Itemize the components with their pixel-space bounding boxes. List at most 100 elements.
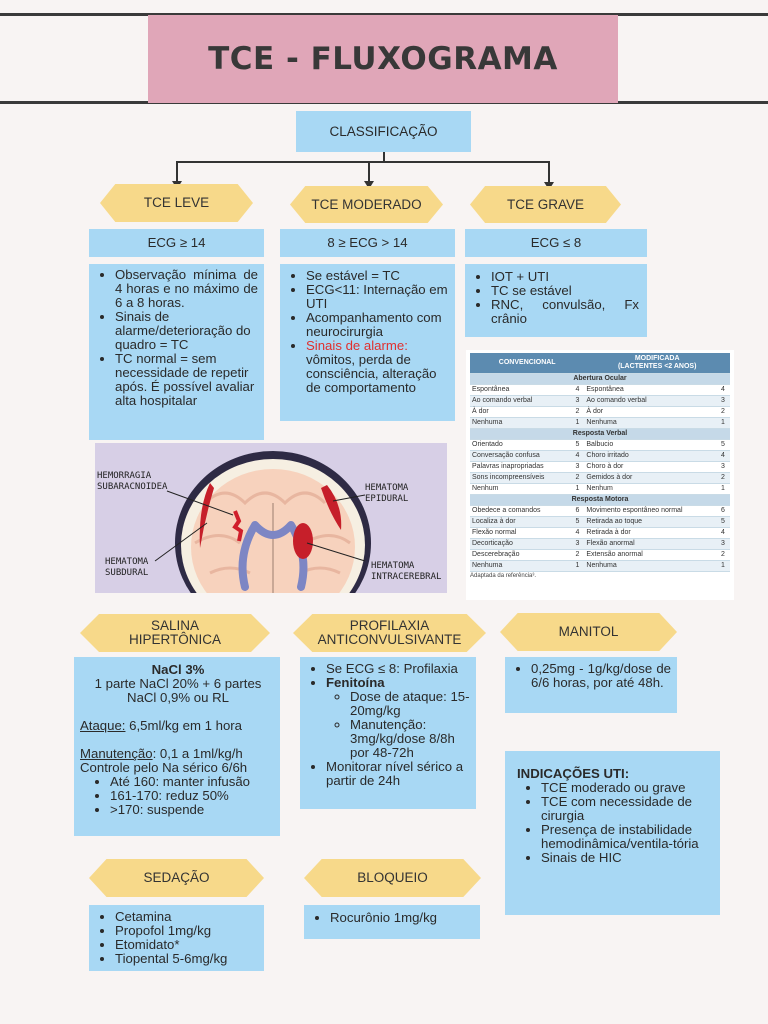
top-rule xyxy=(0,13,768,16)
glasgow-grid: CONVENCIONAL MODIFICADA (LACTENTES <2 AN… xyxy=(470,353,730,572)
hex-tce-leve: TCE LEVE xyxy=(100,184,253,222)
label-hematoma-subdural: HEMATOMA SUBDURAL xyxy=(105,557,149,578)
score-cell: 5 xyxy=(570,516,585,528)
response-cell: Descerebração xyxy=(470,549,571,561)
response-cell: Espontânea xyxy=(584,384,716,396)
table-footnote: Adaptada da referência³. xyxy=(470,573,537,579)
profilaxia-box: Se ECG ≤ 8: Profilaxia Fenitoína Dose de… xyxy=(300,657,476,809)
response-cell: Palavras inapropriadas xyxy=(470,461,571,473)
response-cell: Balbucio xyxy=(584,439,716,451)
score-cell: 2 xyxy=(570,549,585,561)
ecg-grave-box: ECG ≤ 8 xyxy=(465,229,647,257)
moderado-box: Se estável = TC ECG<11: Internação em UT… xyxy=(280,264,455,421)
list-item: 161-170: reduz 50% xyxy=(110,789,276,803)
nacl-title: NaCl 3% xyxy=(151,662,205,677)
list-item: Etomidato* xyxy=(115,938,258,952)
ataque-value: 6,5ml/kg em 1 hora xyxy=(125,718,243,733)
score-cell: 3 xyxy=(570,538,585,550)
classificacao-box: CLASSIFICAÇÃO xyxy=(296,111,471,152)
response-cell: Nenhuma xyxy=(470,417,571,429)
score-cell: 2 xyxy=(716,472,730,484)
score-cell: 4 xyxy=(570,450,585,462)
list-item: TC normal = sem necessidade de repetir a… xyxy=(115,352,258,408)
table-section-row: Resposta Motora xyxy=(470,494,730,506)
connector-stem xyxy=(383,152,385,162)
alarm-text: vômitos, perda de consciência, alteração… xyxy=(306,352,437,395)
response-cell: Localiza à dor xyxy=(470,516,571,528)
list-item: 0,25mg - 1g/kg/dose de 6/6 horas, por at… xyxy=(531,662,671,690)
list-item: Sinais de alarme: vômitos, perda de cons… xyxy=(306,339,449,395)
manitol-box: 0,25mg - 1g/kg/dose de 6/6 horas, por at… xyxy=(505,657,677,713)
list-item: Fenitoína Dose de ataque: 15-20mg/kg Man… xyxy=(326,676,472,760)
brain-illustration: HEMORRAGIA SUBARACNOIDEA HEMATOMA EPIDUR… xyxy=(95,443,447,593)
table-section-row: Abertura Ocular xyxy=(470,373,730,385)
list-item: Sinais de alarme/deterioração do quadro … xyxy=(115,310,258,352)
list-item: Se estável = TC xyxy=(306,269,449,283)
ecg-label: ECG ≥ 14 xyxy=(147,235,206,250)
response-cell: Choro à dor xyxy=(584,461,716,473)
list-item: Dose de ataque: 15-20mg/kg xyxy=(350,690,472,718)
arrow-mid xyxy=(364,181,374,189)
controle-line: Controle pelo Na sérico 6/6h xyxy=(80,760,248,775)
connector-right xyxy=(548,161,550,183)
list-item: >170: suspende xyxy=(110,803,276,817)
table-header-row: CONVENCIONAL MODIFICADA (LACTENTES <2 AN… xyxy=(470,353,730,374)
connector-bar xyxy=(176,161,550,163)
hex-tce-grave: TCE GRAVE xyxy=(470,186,621,223)
list-item: ECG<11: Internação em UTI xyxy=(306,283,449,311)
score-cell: 5 xyxy=(716,439,730,451)
hex-tce-moderado: TCE MODERADO xyxy=(290,186,443,223)
hex-label: SALINA HIPERTÔNICA xyxy=(128,618,221,647)
manutencao-line: Manutenção: 0,1 a 1ml/kg/h xyxy=(80,747,276,761)
list-item: Até 160: manter infusão xyxy=(110,775,276,789)
nacl-line: 1 parte NaCl 20% + 6 partes xyxy=(94,676,262,691)
list-item: TC se estável xyxy=(491,284,639,298)
score-cell: 4 xyxy=(716,450,730,462)
response-cell: Extensão anormal xyxy=(584,549,716,561)
response-cell: Espontânea xyxy=(470,384,571,396)
score-cell: 1 xyxy=(716,560,730,572)
score-cell: 4 xyxy=(570,384,585,396)
hex-label: PROFILAXIA ANTICONVULSIVANTE xyxy=(317,618,462,647)
list-item: Propofol 1mg/kg xyxy=(115,924,258,938)
score-cell: 6 xyxy=(716,505,730,517)
header-modificada: MODIFICADA (LACTENTES <2 ANOS) xyxy=(584,353,730,374)
nacl-line: NaCl 0,9% ou RL xyxy=(127,690,229,705)
section-title: Resposta Verbal xyxy=(470,428,730,440)
response-cell: Decorticação xyxy=(470,538,571,550)
response-cell: À dor xyxy=(584,406,716,418)
response-cell: Nenhuma xyxy=(584,417,716,429)
ecg-leve-box: ECG ≥ 14 xyxy=(89,229,264,257)
list-item: IOT + UTI xyxy=(491,270,639,284)
response-cell: Ao comando verbal xyxy=(470,395,571,407)
list-item: Acompanhamento com neurocirurgia xyxy=(306,311,449,339)
ecg-moderado-box: 8 ≥ ECG > 14 xyxy=(280,229,455,257)
score-cell: 3 xyxy=(716,395,730,407)
response-cell: Gemidos à dor xyxy=(584,472,716,484)
label-hemorragia-subaracnoidea: HEMORRAGIA SUBARACNOIDEA xyxy=(97,471,168,492)
manutencao-label: Manutenção xyxy=(80,746,153,761)
score-cell: 3 xyxy=(570,395,585,407)
fenitoina-label: Fenitoína xyxy=(326,675,385,690)
response-cell: Choro irritado xyxy=(584,450,716,462)
score-cell: 1 xyxy=(570,560,585,572)
response-cell: Sons incompreensíveis xyxy=(470,472,571,484)
alarm-label: Sinais de alarme: xyxy=(306,338,408,353)
list-item: Observação mínima de 4 horas e no máximo… xyxy=(115,268,258,310)
hex-label: SEDAÇÃO xyxy=(143,870,210,885)
score-cell: 5 xyxy=(716,516,730,528)
hex-salina-hipertonica: SALINA HIPERTÔNICA xyxy=(80,614,270,652)
